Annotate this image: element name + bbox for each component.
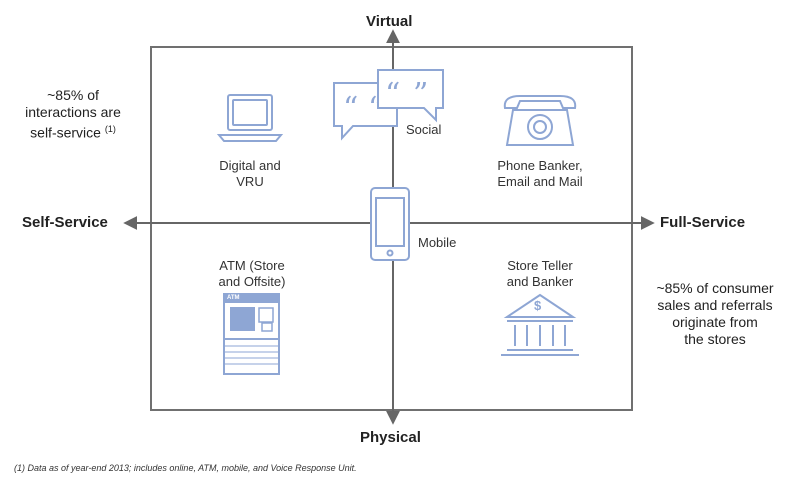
phone-label: Phone Banker, Email and Mail: [480, 158, 600, 190]
speech-bubbles-icon: “ “ “ ”: [333, 69, 444, 141]
full-service-note-line1: ~85% of consumer: [656, 280, 774, 296]
atm-label: ATM (Store and Offsite): [202, 258, 302, 290]
smartphone-icon: [370, 187, 410, 261]
digital-label-line1: Digital and: [219, 158, 281, 173]
atm-label-line1: ATM (Store: [219, 258, 285, 273]
atm-icon: [223, 293, 280, 375]
digital-label-line2: VRU: [236, 174, 264, 189]
store-label: Store Teller and Banker: [490, 258, 590, 290]
svg-text:”: ”: [413, 77, 428, 112]
atm-screen-text: ATM: [227, 295, 240, 301]
dollar-sign-icon: $: [534, 298, 542, 313]
svg-text:“: “: [343, 91, 358, 126]
svg-text:“: “: [385, 77, 400, 112]
axis-label-virtual: Virtual: [366, 13, 413, 30]
social-label: Social: [406, 122, 442, 137]
self-service-note-text: self-service: [30, 124, 101, 141]
digital-label: Digital and VRU: [200, 158, 300, 190]
phone-label-line2: Email and Mail: [497, 174, 583, 189]
self-service-note-line1: ~85% of: [47, 87, 99, 103]
footnote: (1) Data as of year-end 2013; includes o…: [14, 463, 357, 473]
footnote-marker: (1): [104, 124, 116, 134]
store-label-line1: Store Teller: [507, 258, 573, 273]
axis-label-self-service: Self-Service: [22, 214, 108, 231]
full-service-note-line2: sales and referrals: [657, 297, 773, 313]
mobile-label: Mobile: [418, 235, 457, 250]
bank-building-icon: [501, 293, 579, 356]
self-service-note: ~85% of interactions are self-service (1…: [8, 87, 138, 142]
store-label-line2: and Banker: [506, 274, 574, 289]
atm-label-line2: and Offsite): [218, 274, 286, 289]
axis-label-full-service: Full-Service: [660, 214, 746, 231]
full-service-note: ~85% of consumer sales and referrals ori…: [640, 280, 790, 348]
self-service-note-line2: interactions are: [25, 104, 121, 120]
full-service-note-line4: the stores: [684, 331, 746, 347]
axis-label-physical: Physical: [360, 429, 421, 446]
phone-label-line1: Phone Banker,: [497, 158, 583, 173]
self-service-note-line3: self-service (1): [8, 121, 138, 142]
full-service-note-line3: originate from: [672, 314, 758, 330]
telephone-icon: [503, 95, 577, 146]
laptop-icon: [216, 94, 284, 142]
